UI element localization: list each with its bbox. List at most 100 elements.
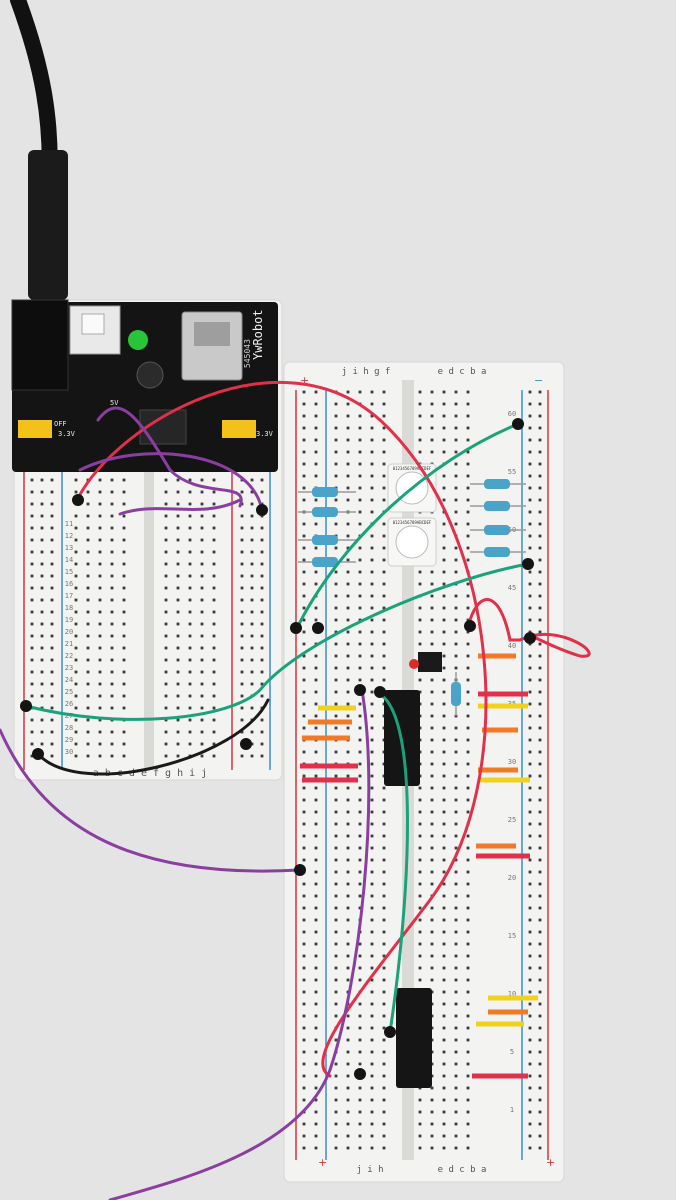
- hole: [314, 906, 318, 910]
- hole: [98, 562, 102, 566]
- hole: [442, 654, 446, 658]
- hole: [454, 810, 458, 814]
- hole: [538, 390, 542, 394]
- capacitor: [136, 361, 164, 389]
- hole: [346, 630, 350, 634]
- hole: [358, 654, 362, 658]
- wire-green-mid: [24, 562, 530, 721]
- hole: [358, 642, 362, 646]
- barrel-jack: [11, 299, 69, 391]
- hole: [538, 510, 542, 514]
- jumper-right[interactable]: [222, 420, 256, 438]
- hole: [50, 634, 54, 638]
- hole: [418, 618, 422, 622]
- hole: [454, 846, 458, 850]
- hole: [358, 1014, 362, 1018]
- hole: [302, 786, 306, 790]
- hole: [334, 810, 338, 814]
- hole: [212, 526, 216, 530]
- hole: [260, 694, 264, 698]
- hole: [40, 682, 44, 686]
- hole: [176, 646, 180, 650]
- hole: [176, 550, 180, 554]
- hole: [430, 594, 434, 598]
- hole: [442, 954, 446, 958]
- hole: [98, 574, 102, 578]
- hole: [538, 606, 542, 610]
- hole: [188, 598, 192, 602]
- wire-red-loop: [468, 598, 591, 658]
- hole: [370, 534, 374, 538]
- hole: [200, 682, 204, 686]
- rotary-switch-bottom[interactable]: 0123456789ABCDEF: [387, 517, 437, 567]
- hole: [466, 834, 470, 838]
- hole: [442, 846, 446, 850]
- hole: [164, 646, 168, 650]
- hole: [40, 622, 44, 626]
- hole: [370, 1146, 374, 1150]
- hole: [122, 682, 126, 686]
- hole: [176, 706, 180, 710]
- hole: [110, 694, 114, 698]
- jumper-left[interactable]: [18, 420, 52, 438]
- hole: [302, 594, 306, 598]
- hole: [250, 538, 254, 542]
- hole: [250, 682, 254, 686]
- hole: [528, 414, 532, 418]
- hole: [454, 654, 458, 658]
- hole: [334, 1134, 338, 1138]
- hole: [86, 682, 90, 686]
- hole: [40, 658, 44, 662]
- hole: [40, 490, 44, 494]
- hole: [466, 414, 470, 418]
- hole: [358, 438, 362, 442]
- hole: [358, 522, 362, 526]
- hole: [334, 1110, 338, 1114]
- hole: [334, 1062, 338, 1066]
- hole: [370, 474, 374, 478]
- rotary-switch-digits: 0123456789ABCDEF: [393, 520, 432, 525]
- hole: [200, 562, 204, 566]
- hole: [528, 678, 532, 682]
- hole: [164, 754, 168, 758]
- hole: [74, 490, 78, 494]
- hole: [370, 906, 374, 910]
- hole: [454, 390, 458, 394]
- hole: [164, 574, 168, 578]
- hole: [122, 550, 126, 554]
- hole: [528, 930, 532, 934]
- hole: [454, 858, 458, 862]
- hole: [538, 990, 542, 994]
- hole: [250, 586, 254, 590]
- hole: [528, 390, 532, 394]
- hole: [538, 402, 542, 406]
- hole: [314, 846, 318, 850]
- hole: [346, 750, 350, 754]
- hole: [382, 390, 386, 394]
- power-switch-knob[interactable]: [81, 313, 105, 335]
- hole: [302, 522, 306, 526]
- hole: [250, 622, 254, 626]
- hole: [176, 634, 180, 638]
- hole: [382, 906, 386, 910]
- hole: [188, 526, 192, 530]
- hole: [466, 726, 470, 730]
- hole: [188, 490, 192, 494]
- hole: [346, 1110, 350, 1114]
- hole: [164, 682, 168, 686]
- hole: [250, 670, 254, 674]
- hole: [302, 822, 306, 826]
- hole: [382, 1110, 386, 1114]
- hole: [302, 606, 306, 610]
- resistor-group-left: [298, 487, 356, 567]
- hole: [346, 594, 350, 598]
- hole: [528, 1110, 532, 1114]
- hole: [358, 1062, 362, 1066]
- hole: [212, 634, 216, 638]
- hole: [528, 798, 532, 802]
- hole: [466, 894, 470, 898]
- hole: [358, 666, 362, 670]
- hole: [122, 478, 126, 482]
- hole: [382, 450, 386, 454]
